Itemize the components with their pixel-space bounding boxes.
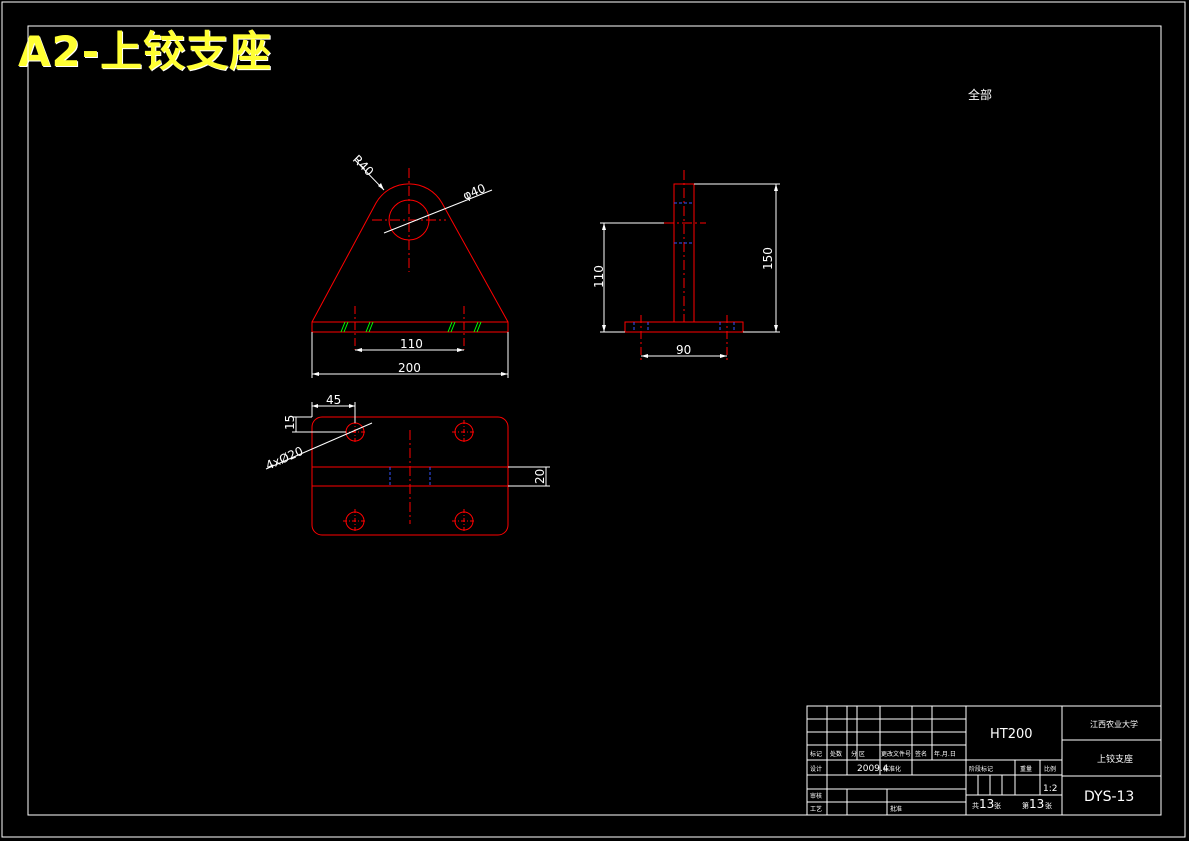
dim-bolt-holes: 4xØ20	[264, 444, 306, 473]
label-biaoji: 标记	[810, 750, 822, 758]
label-di: 第	[1022, 801, 1029, 810]
label-nianyueri: 年.月.日	[934, 750, 956, 758]
school-name: 江西农业大学	[1090, 719, 1138, 729]
dim-width: 200	[398, 361, 421, 375]
inner-frame	[27, 25, 1162, 816]
scale: 1:2	[1043, 784, 1057, 794]
label-fenqu: 分 区	[851, 750, 865, 758]
surface-note: 全部	[968, 87, 992, 102]
part-name: 上铰支座	[1097, 753, 1133, 765]
dim-hole-offset-x: 45	[326, 393, 341, 407]
label-gengai: 更改文件号	[881, 750, 911, 758]
label-gong: 共	[972, 801, 979, 810]
label-chushu: 处数	[830, 750, 842, 758]
sheet-number: 13	[1029, 797, 1044, 811]
date: 2009.4	[857, 764, 889, 774]
dim-height: 150	[761, 247, 775, 270]
dim-rib-width: 20	[533, 469, 547, 484]
drawing-number: DYS-13	[1084, 789, 1134, 805]
title-block-text: HT200 江西农业大学 上铰支座 DYS-13 1:2 2009.4 标记 处…	[810, 719, 1138, 813]
dim-hole-offset-y: 15	[283, 415, 297, 430]
plan-view: 45 15 4xØ20 20	[264, 393, 550, 536]
label-bili: 比例	[1044, 765, 1056, 773]
label-jieduan: 阶段标记	[969, 765, 993, 773]
plan-outline	[311, 416, 509, 536]
title-block	[806, 705, 1162, 816]
drawing-title: A2-上铰支座	[18, 27, 273, 76]
dim-base-width: 90	[676, 343, 691, 357]
dim-hole-spacing: 110	[400, 337, 423, 351]
label-sheji: 设计	[810, 765, 822, 773]
dim-pin-height: 110	[592, 265, 606, 288]
dim-pin-hole: φ40	[461, 181, 488, 203]
front-view: 110 200 R40 φ40	[311, 152, 509, 378]
bracket-outline	[311, 183, 509, 323]
total-sheets: 13	[979, 797, 994, 811]
label-shenhe: 审核	[810, 792, 822, 800]
label-zhang-2: 张	[1045, 801, 1052, 810]
label-zhongliang: 重量	[1020, 765, 1032, 773]
side-view: 150 110 90	[592, 170, 780, 360]
label-biaozhunhua: 标准化	[883, 765, 901, 773]
label-qianming: 签名	[915, 750, 927, 758]
material: HT200	[990, 727, 1033, 742]
label-gongyi: 工艺	[810, 805, 822, 813]
dim-radius: R40	[350, 152, 377, 179]
base-plate	[311, 321, 509, 333]
side-base	[624, 321, 744, 333]
label-zhang-1: 张	[994, 801, 1001, 810]
pin-hole	[388, 199, 430, 241]
label-pizhun: 批准	[890, 805, 902, 813]
